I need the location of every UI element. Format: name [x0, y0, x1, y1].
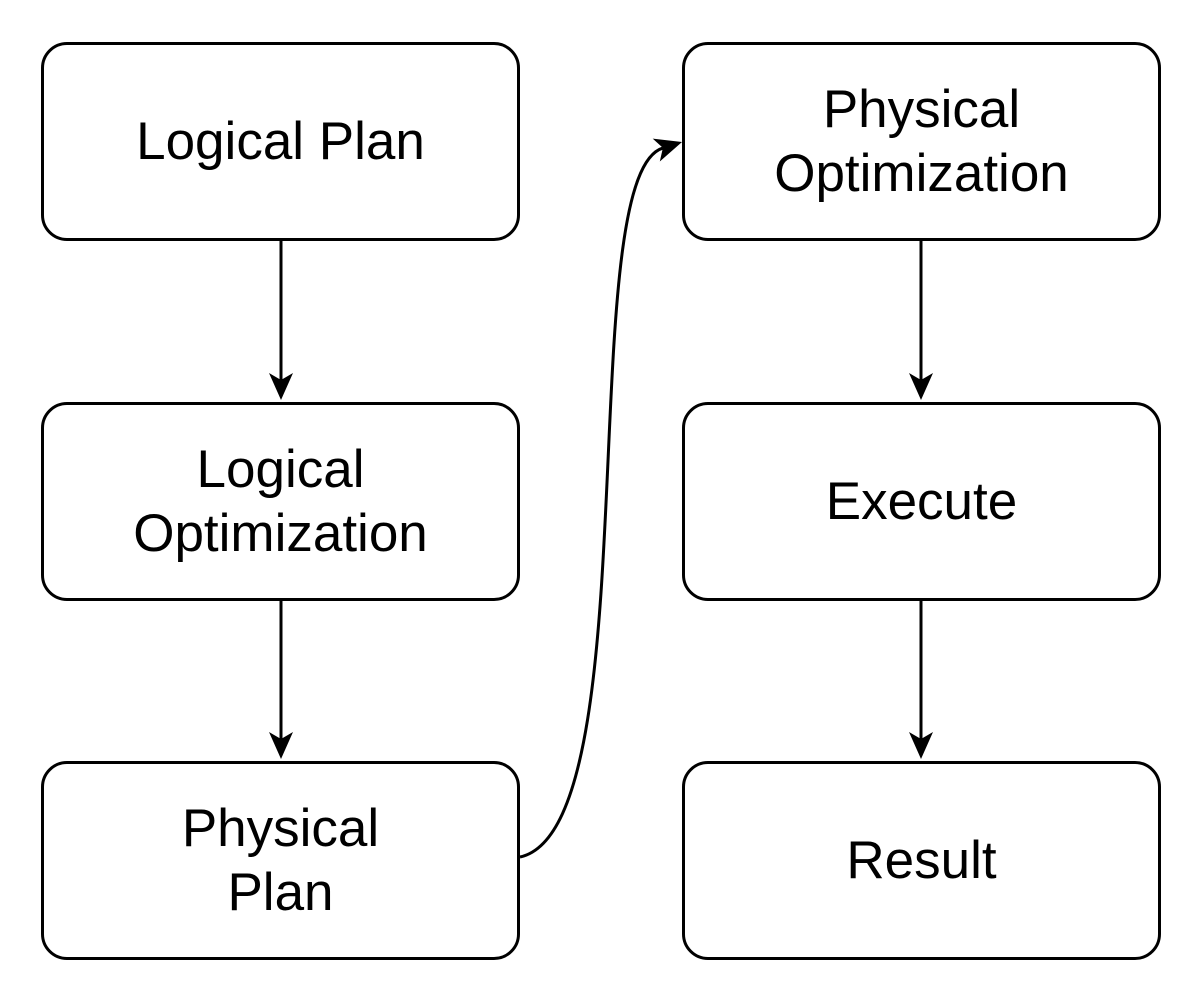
node-logical-plan: Logical Plan — [41, 42, 520, 241]
node-label: Physical Optimization — [774, 79, 1069, 203]
arrowhead-down-icon — [909, 373, 933, 400]
node-result: Result — [682, 761, 1161, 960]
edge-logical-optimization-to-physical-plan — [269, 601, 293, 759]
node-physical-optimization: Physical Optimization — [682, 42, 1161, 241]
node-physical-plan: Physical Plan — [41, 761, 520, 960]
arrowhead-down-icon — [909, 732, 933, 759]
node-label: Logical Plan — [136, 111, 425, 171]
edge-execute-to-result — [909, 601, 933, 759]
node-logical-optimization: Logical Optimization — [41, 402, 520, 601]
edge-physical-plan-to-physical-optimization — [519, 138, 682, 859]
edge-curve — [519, 146, 664, 859]
edge-physical-optimization-to-execute — [909, 241, 933, 400]
arrowhead-down-icon — [269, 732, 293, 759]
node-label: Physical Plan — [181, 798, 380, 922]
arrowhead-right-icon — [652, 138, 682, 162]
edge-logical-plan-to-logical-optimization — [269, 241, 293, 400]
arrowhead-down-icon — [269, 373, 293, 400]
node-execute: Execute — [682, 402, 1161, 601]
node-label: Execute — [825, 471, 1018, 531]
node-label: Result — [846, 830, 997, 890]
node-label: Logical Optimization — [133, 439, 428, 563]
